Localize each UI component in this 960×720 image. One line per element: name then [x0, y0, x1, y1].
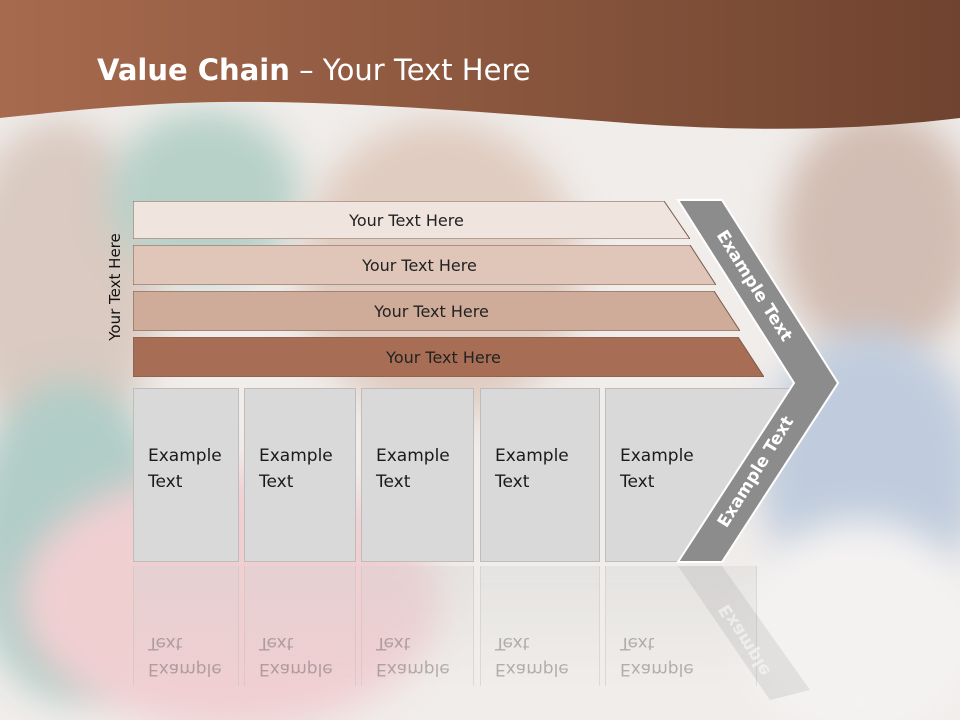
box-text-line1: Example	[148, 446, 222, 466]
header-band: Value Chain – Your Text Here	[0, 0, 960, 140]
value-bar-label: Your Text Here	[362, 255, 477, 275]
value-bar-label: Your Text Here	[349, 210, 464, 230]
box-text-line2: Text	[148, 472, 183, 492]
box-text-line2: Text	[259, 472, 294, 492]
box-text-line1: Example	[620, 446, 694, 466]
value-bar-4: Your Text Here	[133, 337, 764, 377]
box-text-line1: Example	[495, 446, 569, 466]
box-text-line1: Example	[259, 446, 333, 466]
example-box-2: Example Text	[244, 388, 356, 562]
box-text-line2: Text	[495, 472, 530, 492]
box-text-line2: Text	[376, 472, 411, 492]
box-text-line2: Text	[620, 472, 655, 492]
value-bar-label: Your Text Here	[386, 347, 501, 367]
example-box-4: Example Text	[480, 388, 600, 562]
example-box-3: Example Text	[361, 388, 474, 562]
page-title: Value Chain – Your Text Here	[97, 53, 531, 87]
value-bar-3: Your Text Here	[133, 291, 740, 331]
box-text-line1: Example	[376, 446, 450, 466]
example-box-1: Example Text	[133, 388, 239, 562]
value-bar-2: Your Text Here	[133, 245, 716, 285]
value-bar-label: Your Text Here	[374, 301, 489, 321]
value-bar-1: Your Text Here	[133, 201, 690, 239]
